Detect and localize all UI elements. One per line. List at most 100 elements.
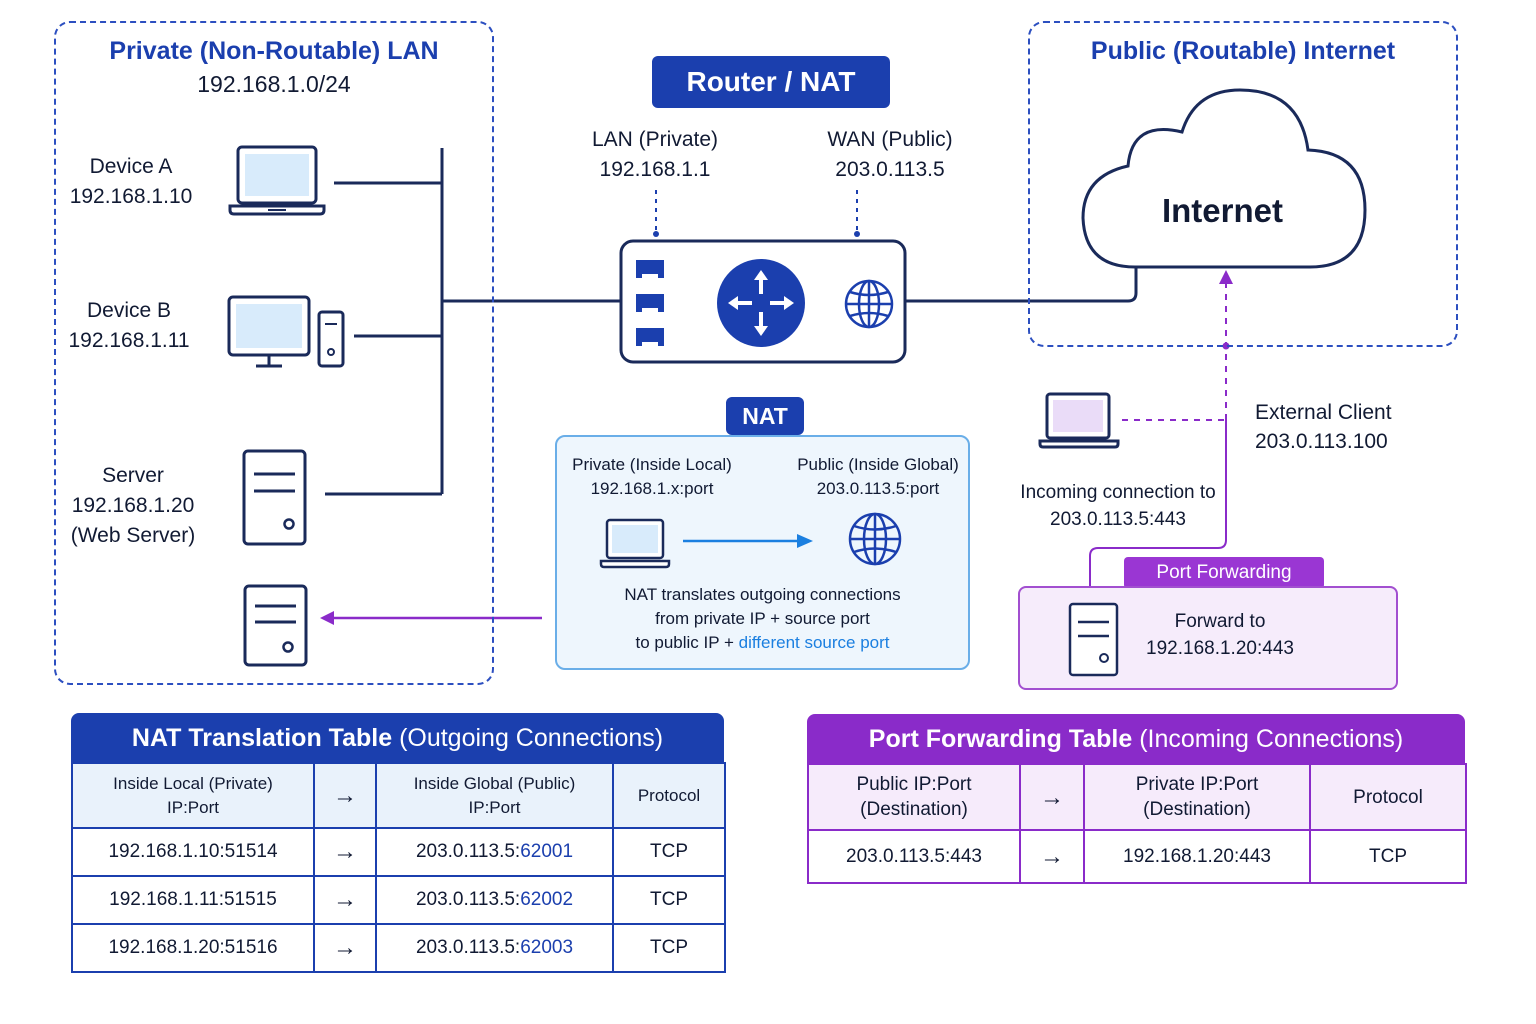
nat-row-arrow: → xyxy=(313,875,377,925)
device-b-label: Device B 192.168.1.11 xyxy=(44,296,214,356)
wan-port-label: WAN (Public) 203.0.113.5 xyxy=(790,125,990,185)
device-a-ip: 192.168.1.10 xyxy=(69,185,193,208)
nat-table-header: Inside Local (Private) IP:Port → Inside G… xyxy=(71,762,726,829)
nat-row-local: 192.168.1.10:51514 xyxy=(71,827,315,877)
nat-row-global: 203.0.113.5:62003 xyxy=(375,923,614,973)
nat-row-arrow: → xyxy=(313,923,377,973)
globe-icon xyxy=(844,279,894,329)
lan-subnet: 192.168.1.0/24 xyxy=(197,71,351,97)
nat-col-global: Inside Global (Public) IP:Port xyxy=(375,762,614,829)
nat-desc-line3-prefix: to public IP + xyxy=(635,633,739,652)
nat-table-title-sub: (Outgoing Connections) xyxy=(399,724,664,752)
laptop-icon xyxy=(228,145,326,216)
nat-row-global-port: 62002 xyxy=(520,889,574,910)
lan-zone: Private (Non-Routable) LAN 192.168.1.0/2… xyxy=(54,21,494,685)
device-a-name: Device A xyxy=(89,155,173,178)
nat-description: NAT translates outgoing connections from… xyxy=(557,583,968,655)
router-title: Router / NAT xyxy=(652,56,890,108)
nat-col-local: Inside Local (Private) IP:Port xyxy=(71,762,315,829)
pf-server-icon xyxy=(1068,602,1119,677)
nat-table-title-main: NAT Translation Table xyxy=(131,724,393,752)
server-name: Server xyxy=(102,464,164,487)
table-row: 192.168.1.10:51514 → 203.0.113.5:62001 T… xyxy=(71,827,726,877)
incoming-line1: Incoming connection to xyxy=(1020,482,1216,503)
pf-col-public-line2: (Destination) xyxy=(860,799,968,820)
external-client-label: External Client 203.0.113.100 xyxy=(1255,398,1392,456)
lan-port-label: LAN (Private) 192.168.1.1 xyxy=(555,125,755,185)
server-ip: 192.168.1.20 xyxy=(71,494,195,517)
port-forwarding-badge: Port Forwarding xyxy=(1124,557,1324,589)
incoming-line2: 203.0.113.5:443 xyxy=(1050,509,1186,530)
nat-row-global: 203.0.113.5:62001 xyxy=(375,827,614,877)
nat-translate-arrow xyxy=(683,534,813,548)
nat-col-arrow: → xyxy=(313,762,377,829)
pf-col-private-line2: (Destination) xyxy=(1143,799,1251,820)
nat-translation-table: Inside Local (Private) IP:Port → Inside G… xyxy=(71,762,726,973)
nat-row-arrow: → xyxy=(313,827,377,877)
wan-port-name: WAN (Public) xyxy=(827,128,953,151)
internet-title: Public (Routable) Internet xyxy=(1090,37,1396,65)
pf-row-private: 192.168.1.20:443 xyxy=(1083,829,1311,884)
nat-row-protocol: TCP xyxy=(612,923,726,973)
nat-row-global-prefix: 203.0.113.5: xyxy=(415,889,521,910)
nat-col-local-line1: Inside Local (Private) xyxy=(113,773,273,793)
pf-forward-target: 192.168.1.20:443 xyxy=(1146,638,1294,659)
ethernet-ports-icon xyxy=(636,260,664,346)
nat-table-title: NAT Translation Table (Outgoing Connecti… xyxy=(71,713,724,763)
nat-private-block: Private (Inside Local) 192.168.1.x:port xyxy=(557,453,747,501)
nat-public-value: 203.0.113.5:port xyxy=(816,479,940,498)
nat-row-local: 192.168.1.20:51516 xyxy=(71,923,315,973)
nat-col-global-line1: Inside Global (Public) xyxy=(413,773,576,793)
desktop-icon xyxy=(227,295,345,368)
server-note: (Web Server) xyxy=(70,524,196,547)
nat-col-local-line2: IP:Port xyxy=(167,797,219,817)
nat-explainer: Private (Inside Local) 192.168.1.x:port … xyxy=(555,435,970,670)
pf-col-private-line1: Private IP:Port xyxy=(1135,774,1259,795)
pf-col-arrow: → xyxy=(1019,763,1085,831)
nat-private-label: Private (Inside Local) xyxy=(572,455,732,474)
router-routing-icon xyxy=(717,259,805,347)
pf-table-header: Public IP:Port(Destination) → Private IP… xyxy=(807,763,1467,831)
nat-desc-line2: from private IP + source port xyxy=(655,609,870,628)
pf-col-public: Public IP:Port(Destination) xyxy=(807,763,1021,831)
nat-desc-line3: to public IP + different source port xyxy=(557,631,968,655)
external-client-ip: 203.0.113.100 xyxy=(1255,430,1388,453)
nat-col-global-line2: IP:Port xyxy=(468,797,521,817)
pf-row-arrow: → xyxy=(1019,829,1085,884)
nat-row-global-prefix: 203.0.113.5: xyxy=(415,841,521,862)
internet-zone: Public (Routable) Internet xyxy=(1028,21,1458,347)
nat-row-global-port: 62003 xyxy=(520,937,574,958)
nat-desc-line1: NAT translates outgoing connections xyxy=(624,585,901,604)
table-row: 192.168.1.20:51516 → 203.0.113.5:62003 T… xyxy=(71,923,726,973)
device-b-name: Device B xyxy=(86,299,172,322)
nat-row-global-prefix: 203.0.113.5: xyxy=(415,937,521,958)
nat-row-protocol: TCP xyxy=(612,875,726,925)
table-row: 192.168.1.11:51515 → 203.0.113.5:62002 T… xyxy=(71,875,726,925)
incoming-connection-label: Incoming connection to 203.0.113.5:443 xyxy=(1008,479,1228,533)
forwarded-server-icon xyxy=(243,584,308,667)
server-label: Server 192.168.1.20 (Web Server) xyxy=(48,461,218,551)
lan-port-name: LAN (Private) xyxy=(591,128,719,151)
nat-badge: NAT xyxy=(726,397,804,435)
nat-row-global-port: 62001 xyxy=(520,841,574,862)
device-b-ip: 192.168.1.11 xyxy=(68,329,190,352)
nat-private-value: 192.168.1.x:port xyxy=(590,479,714,498)
nat-row-local: 192.168.1.11:51515 xyxy=(71,875,315,925)
external-client-laptop-icon xyxy=(1038,392,1120,449)
nat-row-protocol: TCP xyxy=(612,827,726,877)
nat-laptop-icon xyxy=(599,518,671,569)
pf-table-title: Port Forwarding Table (Incoming Connecti… xyxy=(807,714,1465,764)
nat-public-block: Public (Inside Global) 203.0.113.5:port xyxy=(785,453,971,501)
pf-table-title-main: Port Forwarding Table xyxy=(868,725,1133,753)
nat-public-label: Public (Inside Global) xyxy=(797,455,959,474)
port-forwarding-box: Forward to 192.168.1.20:443 xyxy=(1018,586,1398,690)
pf-row-public: 203.0.113.5:443 xyxy=(807,829,1021,884)
lan-port-ip: 192.168.1.1 xyxy=(599,158,711,181)
router-internet-link xyxy=(905,267,1138,303)
pf-table-title-sub: (Incoming Connections) xyxy=(1139,725,1404,753)
lan-title: Private (Non-Routable) LAN xyxy=(109,37,439,65)
pf-row-protocol: TCP xyxy=(1309,829,1467,884)
device-a-label: Device A 192.168.1.10 xyxy=(46,152,216,212)
nat-desc-highlight: different source port xyxy=(738,633,890,652)
